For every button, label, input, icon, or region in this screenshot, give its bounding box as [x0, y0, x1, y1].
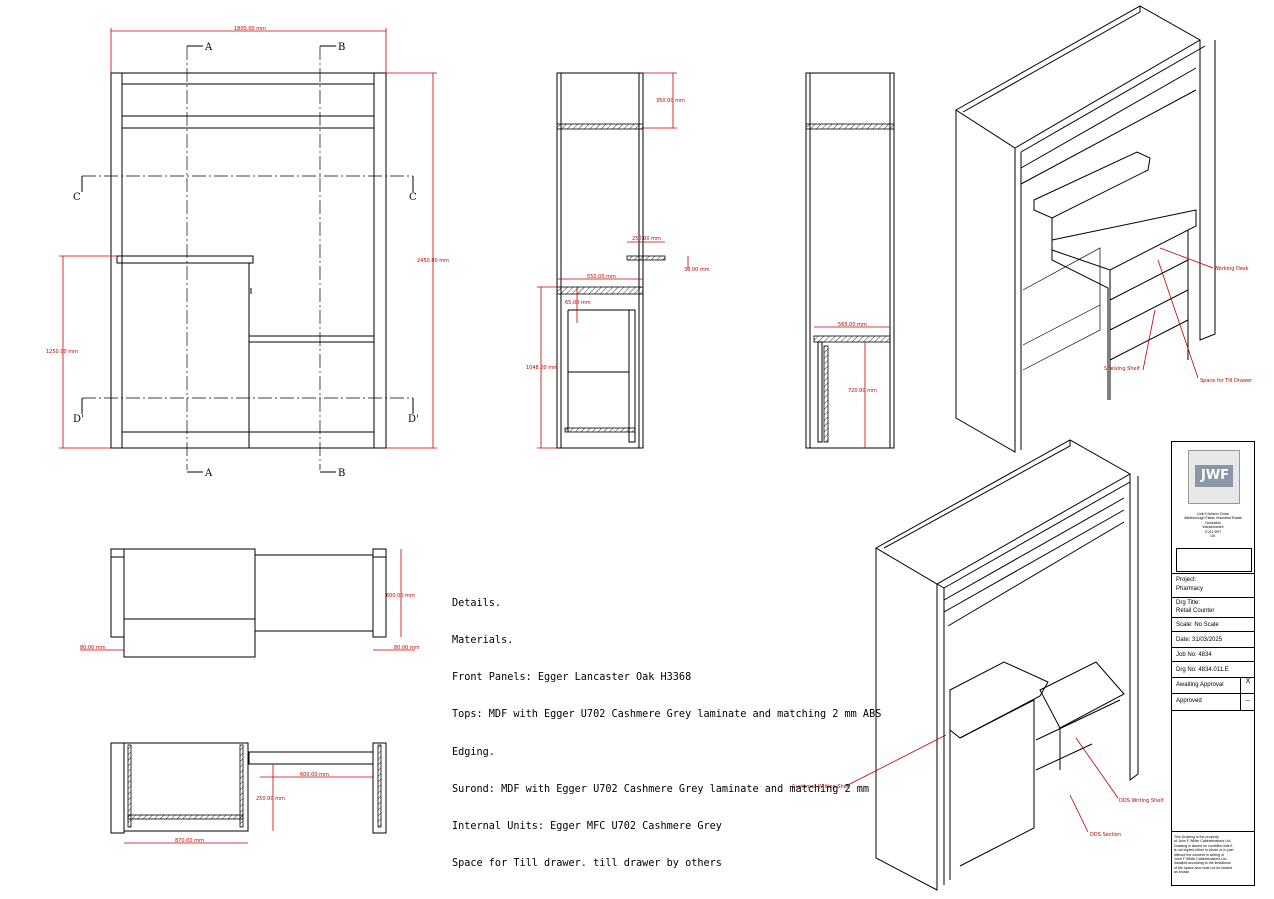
date-row: Date: 31/03/2025 — [1172, 631, 1254, 648]
project-row: Project: Pharmacy — [1172, 573, 1254, 598]
dim-overall-width: 1800.00 mm — [234, 26, 266, 32]
dim-top-thk: 65.00 mm — [565, 300, 591, 306]
section-d-right-label: D' — [408, 414, 419, 425]
copyright-divider — [1172, 831, 1254, 832]
notes-line: Details. — [452, 597, 502, 609]
drg-title-row: Drg Title: Retail Counter — [1172, 597, 1254, 618]
isometric-rear-view — [955, 5, 1216, 453]
section-b-view: 565.00 mm 720.00 mm — [805, 72, 895, 449]
section-a-view: 350.00 mm 250.00 mm 30.00 mm 550.00 mm 6… — [526, 72, 710, 449]
status-approved: Approved — [1176, 698, 1202, 704]
logo-text: JWF — [1201, 468, 1230, 483]
copyright-line: Drawing is issued on condition that it — [1174, 843, 1233, 848]
job-number: Job No: 4834 — [1176, 652, 1212, 658]
isometric-front-view — [874, 439, 1139, 891]
callouts: Working Desk Space for Till Drawer Shelv… — [792, 247, 1253, 838]
notes-line: Edging. — [452, 746, 495, 758]
callout-working-desk: Working Desk — [1214, 266, 1249, 272]
callout-till-drawer: Space for Till Drawer — [1200, 378, 1253, 384]
section-d-left-label: D' — [73, 414, 84, 425]
dim-desk-height: 720.00 mm — [848, 388, 877, 394]
company-address: Unit 9 Nelson Close Attleborough Fields … — [1174, 512, 1252, 538]
title-block: JWF Unit 9 Nelson Close Attleborough Fie… — [1171, 441, 1255, 886]
section-a-bottom-label: A — [204, 468, 213, 479]
revision-box — [1176, 548, 1252, 572]
status-approved-mark-text: _ — [1246, 694, 1250, 701]
dim-counter-height: 1250.00 mm — [46, 349, 78, 355]
address-line: Attleborough Fields Industrial Estate — [1184, 516, 1242, 521]
notes-line: Surond: MDF with Egger U702 Cashmere Gre… — [452, 783, 870, 795]
copyright-line: without the consent in writing of — [1174, 852, 1225, 857]
address-line: Unit 9 Nelson Close — [1197, 512, 1229, 516]
drawing-number: Drg No: 4834.011.E — [1176, 667, 1229, 673]
drg-title-value: Retail Counter — [1176, 608, 1215, 614]
dim-side-depth: 565.00 mm — [838, 322, 867, 328]
copyright-line: of the space and must not be loaded — [1174, 865, 1233, 870]
address-line: Warwickshire — [1202, 525, 1224, 530]
notes-line: Front Panels: Egger Lancaster Oak H3368 — [452, 672, 692, 684]
callout-customer-shelf: Customer Writing Shelf — [792, 784, 850, 790]
dim-plan-left-gap: 80.00 mm — [80, 645, 106, 651]
project-value: Pharmacy — [1176, 586, 1204, 592]
dim-plan2-height: 250.00 mm — [256, 796, 285, 802]
dim-plan2-width: 870.00 mm — [175, 838, 204, 844]
notes-line: Materials. — [452, 635, 514, 647]
copyright-line: of John F White Cabinetmakers Ltd. — [1174, 839, 1232, 844]
address-line: Nuneaton — [1205, 520, 1221, 525]
section-b-bottom-label: B — [338, 468, 345, 479]
copyright-line: This Drawing is the property — [1174, 835, 1219, 839]
dim-plan-right-gap: 80.00 mm — [394, 645, 420, 651]
status-awaiting-mark: X — [1240, 678, 1255, 694]
plan-section-c: 600.00 mm 80.00 mm 80.00 mm — [80, 548, 420, 658]
notes-line: Tops: MDF with Egger U702 Cashmere Grey … — [452, 709, 882, 721]
dim-plan2-depth: 600.00 mm — [300, 772, 329, 778]
dim-shelf-thk: 30.00 mm — [684, 267, 710, 273]
project-label: Project: — [1176, 577, 1197, 583]
address-line: CV11 6RT — [1204, 529, 1222, 534]
copyright-line: as shown. — [1174, 870, 1191, 875]
dim-top-depth: 550.00 mm — [587, 274, 616, 280]
company-logo: JWF — [1188, 450, 1240, 504]
scale-value: Scale: No Scale — [1176, 622, 1219, 628]
dim-shelf-width: 250.00 mm — [632, 236, 661, 242]
status-approved-row: Approved _ — [1172, 693, 1254, 711]
job-row: Job No: 4834 — [1172, 647, 1254, 662]
dim-plan-depth: 600.00 mm — [386, 593, 415, 599]
dim-top-box: 350.00 mm — [656, 98, 685, 104]
scale-row: Scale: No Scale — [1172, 617, 1254, 632]
status-awaiting-mark-text: X — [1245, 678, 1251, 685]
front-elevation: A B A B C C D' D' 1800.00 mm 2450.00 mm … — [46, 26, 449, 479]
dim-overall-height: 2450.00 mm — [417, 258, 449, 264]
date-value: Date: 31/03/2025 — [1176, 637, 1223, 643]
drg-no-row: Drg No: 4834.011.E — [1172, 661, 1254, 678]
notes-line: Space for Till drawer. till drawer by ot… — [452, 858, 722, 870]
callout-dds-section: DDS Section — [1090, 832, 1121, 838]
section-c-right-label: C — [409, 192, 417, 203]
section-b-top-label: B — [338, 42, 345, 53]
status-awaiting: Awaiting Approval — [1176, 682, 1224, 688]
copyright-line: installed according to the limitations — [1174, 861, 1231, 866]
notes-line: Internal Units: Egger MFC U702 Cashmere … — [452, 821, 722, 833]
status-awaiting-row: Awaiting Approval X — [1172, 677, 1254, 694]
copyright-line: is not copied either in whole or in part — [1174, 848, 1234, 853]
materials-notes: Details. Materials. Front Panels: Egger … — [452, 573, 881, 883]
status-approved-mark: _ — [1240, 694, 1255, 710]
copyright-notice: This Drawing is the property of John F W… — [1174, 835, 1252, 875]
dim-side-height: 1048.00 mm — [526, 365, 558, 371]
callout-shelving-shelf: Shelving Shelf — [1104, 366, 1140, 372]
callout-dds-shelf: DDS Writing Shelf — [1119, 798, 1164, 804]
drg-title-label: Drg Title: — [1176, 600, 1201, 606]
plan-section-d: 600.00 mm 250.00 mm 870.00 mm — [110, 742, 387, 844]
section-a-top-label: A — [204, 42, 213, 53]
address-line: UK — [1210, 534, 1216, 539]
copyright-line: John F White Cabinetmakers Ltd. — [1174, 857, 1228, 862]
section-c-left-label: C — [73, 192, 81, 203]
